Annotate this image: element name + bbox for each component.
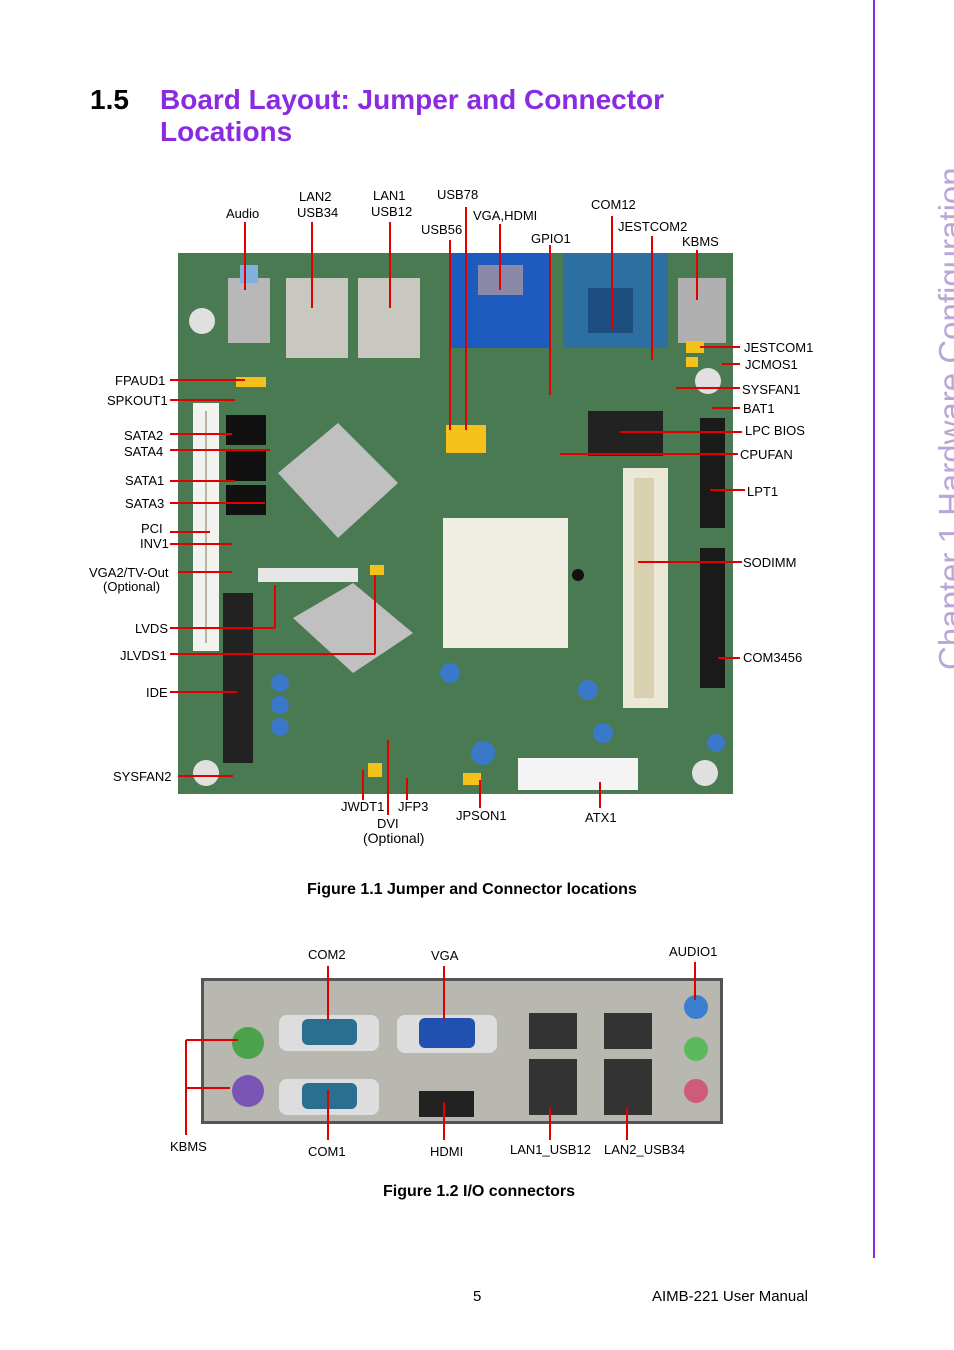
- label-usb12: USB12: [371, 204, 413, 219]
- label-com3456: COM3456: [743, 650, 803, 665]
- label-jfp3: JFP3: [398, 799, 429, 814]
- motherboard-image: [178, 253, 733, 794]
- label-lvds: LVDS: [135, 621, 168, 636]
- label-ide: IDE: [146, 685, 168, 700]
- label-fpaud1: FPAUD1: [115, 373, 166, 388]
- label-lan2-usb34: LAN2_USB34: [604, 1142, 685, 1157]
- label-dvi-optional: (Optional): [363, 830, 425, 846]
- label-com1: COM1: [308, 1144, 346, 1159]
- label-spkout1: SPKOUT1: [107, 393, 168, 408]
- label-jestcom2: JESTCOM2: [618, 219, 688, 234]
- label-sysfan2: SYSFAN2: [113, 769, 172, 784]
- label-gpio1: GPIO1: [531, 231, 571, 246]
- label-pci: PCI: [141, 521, 163, 536]
- label-lpt1: LPT1: [747, 484, 779, 499]
- label-vga-hdmi: VGA,HDMI: [473, 208, 538, 223]
- label-sata3: SATA3: [125, 496, 165, 511]
- motherboard-drawing: [178, 253, 733, 794]
- figure1-caption: Figure 1.1 Jumper and Connector location…: [307, 881, 637, 898]
- label-cpufan: CPUFAN: [740, 447, 793, 462]
- label-lan1-usb12: LAN1_USB12: [510, 1142, 591, 1157]
- label-dvi: DVI: [377, 816, 399, 831]
- label-atx1: ATX1: [585, 810, 617, 825]
- label-audio1: AUDIO1: [669, 944, 718, 959]
- io-panel-drawing: [232, 995, 708, 1117]
- sidebar-divider: [873, 0, 875, 1258]
- label-usb34: USB34: [297, 205, 339, 220]
- label-vga: VGA: [431, 948, 459, 963]
- label-kbms-top: KBMS: [682, 234, 719, 249]
- label-kbms-io: KBMS: [170, 1139, 207, 1154]
- label-vga2-optional: (Optional): [103, 579, 161, 594]
- label-jlvds1: JLVDS1: [120, 648, 167, 663]
- label-sata2: SATA2: [124, 428, 164, 443]
- label-jestcom1: JESTCOM1: [744, 340, 814, 355]
- label-sata4: SATA4: [124, 444, 164, 459]
- label-sata1: SATA1: [125, 473, 165, 488]
- label-jcmos1: JCMOS1: [745, 357, 798, 372]
- label-bat1: BAT1: [743, 401, 775, 416]
- manual-name: AIMB-221 User Manual: [652, 1288, 808, 1305]
- label-sodimm: SODIMM: [743, 555, 797, 570]
- section-number: 1.5: [90, 84, 129, 115]
- label-com2: COM2: [308, 947, 346, 962]
- page-number: 5: [473, 1288, 482, 1305]
- label-lan2: LAN2: [299, 189, 332, 204]
- label-audio: Audio: [226, 206, 260, 221]
- section-title: Board Layout: Jumper and Connector Locat…: [160, 84, 665, 147]
- label-sysfan1: SYSFAN1: [742, 382, 801, 397]
- label-lpc-bios: LPC BIOS: [745, 423, 805, 438]
- label-usb78: USB78: [437, 187, 479, 202]
- label-usb56: USB56: [421, 222, 463, 237]
- io-panel-image: [201, 978, 723, 1124]
- label-jwdt1: JWDT1: [341, 799, 385, 814]
- label-com12: COM12: [591, 197, 636, 212]
- label-lan1: LAN1: [373, 188, 406, 203]
- label-vga2-tvout: VGA2/TV-Out: [89, 565, 169, 580]
- figure2-caption: Figure 1.2 I/O connectors: [383, 1183, 576, 1200]
- label-jpson1: JPSON1: [456, 808, 507, 823]
- label-hdmi: HDMI: [430, 1144, 464, 1159]
- label-inv1: INV1: [140, 536, 169, 551]
